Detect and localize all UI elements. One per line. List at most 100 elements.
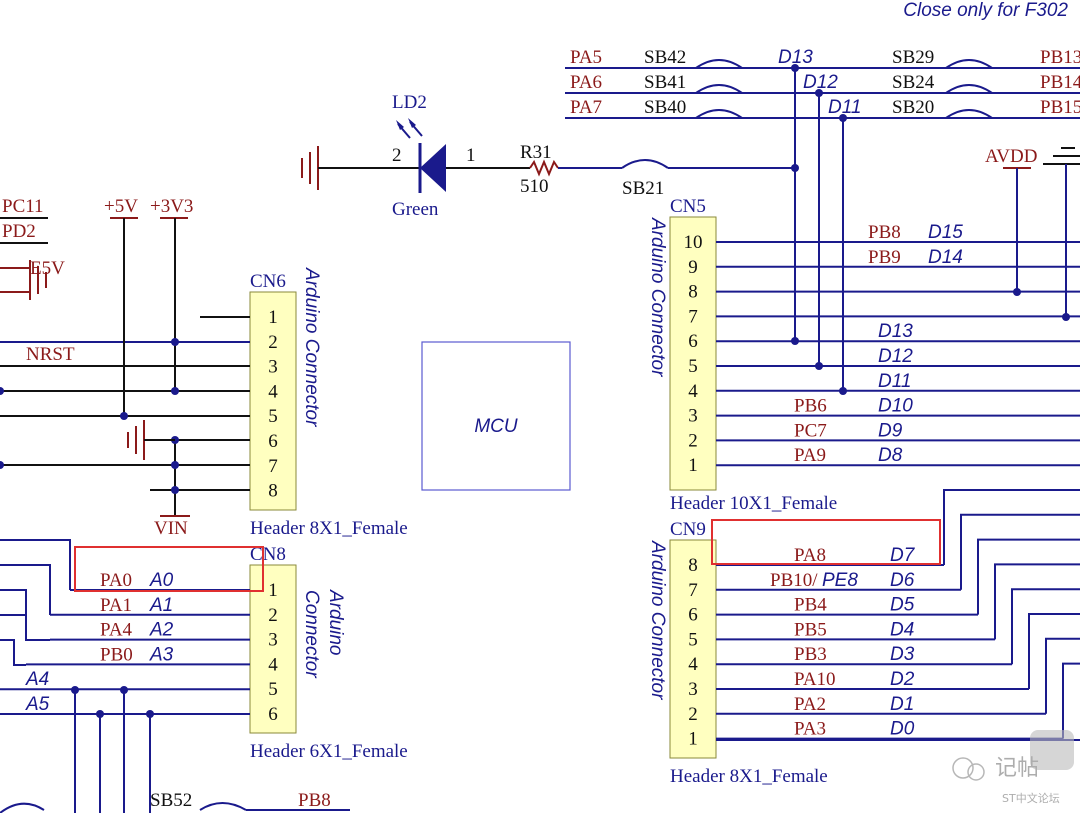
cn9-alt-7: PE8 [822, 570, 858, 591]
cn9-sig-8: D7 [890, 545, 916, 566]
cn8-pin-1: 1 [268, 580, 278, 601]
r31-value: 510 [520, 176, 549, 197]
cn8-connector: CN8 Arduino Connector Header 6X1_Female … [0, 544, 408, 762]
cn5-net-3: PB6 [794, 396, 827, 417]
resistor-r31: R31 510 [520, 142, 559, 197]
cn5-pin-2: 2 [688, 430, 698, 451]
cn9-net-1: PA3 [794, 719, 826, 740]
led-ground-symbol [301, 146, 420, 190]
cn9-sig-2: D1 [890, 694, 914, 715]
cn8-pin-3: 3 [268, 630, 278, 651]
cn9-pin-1: 1 [688, 729, 698, 750]
cn9-footprint: Header 8X1_Female [670, 766, 828, 787]
cn8-ref: CN8 [250, 544, 286, 565]
cn5-pin-6: 6 [688, 331, 698, 352]
cn6-pin-4: 4 [268, 381, 278, 402]
cn6-title: Arduino Connector [301, 267, 322, 427]
highlight-box-pa0 [74, 546, 264, 592]
cn8-pin-6: 6 [268, 704, 278, 725]
r31-ref: R31 [520, 142, 552, 163]
cn5-sig-1: D8 [878, 445, 903, 466]
net-pb14: PB14 [1040, 72, 1080, 93]
cn9-net-4: PB3 [794, 644, 827, 665]
cn9-pin-5: 5 [688, 629, 698, 650]
cn9-sig-5: D4 [890, 619, 914, 640]
cn5-sig-3: D10 [878, 396, 913, 417]
cn9-sig-3: D2 [890, 669, 915, 690]
cn9-pin-8: 8 [688, 555, 698, 576]
cn9-net-6: PB4 [794, 595, 827, 616]
cn6-footprint: Header 8X1_Female [250, 518, 408, 539]
led-ref: LD2 [392, 92, 427, 113]
label-pc11: PC11 [2, 196, 44, 217]
cn8-net-1: PA0 [100, 570, 132, 591]
cn5-net-2: PC7 [794, 420, 827, 441]
sb21-bridge [621, 159, 669, 169]
sb29-label: SB29 [892, 47, 934, 68]
net-pb8-bottom: PB8 [298, 790, 331, 811]
cn9-net-3: PA10 [794, 669, 836, 690]
cn9-sig-4: D3 [890, 644, 915, 665]
bridge-row-2: PA6 SB41 D12 SB24 PB14 [565, 72, 1080, 94]
label-nrst: NRST [26, 344, 75, 365]
net-pb13: PB13 [1040, 47, 1080, 68]
cn5-pin-9: 9 [688, 257, 698, 278]
sb52-bridge: SB52 PB8 [0, 790, 350, 813]
label-3v3: +3V3 [150, 196, 193, 217]
cn6-pin-6: 6 [268, 431, 278, 452]
cn8-title-1: Arduino [325, 589, 346, 656]
label-5v: +5V [104, 196, 138, 217]
sb20-label: SB20 [892, 97, 934, 118]
bridge-drops [791, 64, 847, 395]
cn5-connector: CN5 Arduino Connector Header 10X1_Female… [647, 196, 1080, 514]
led-color: Green [392, 199, 439, 220]
cn9-net-5: PB5 [794, 619, 827, 640]
cn5-pin-4: 4 [688, 381, 698, 402]
mcu-label: MCU [474, 416, 518, 437]
cn5-pin-3: 3 [688, 406, 698, 427]
cn8-sig-2: A1 [149, 595, 173, 616]
label-e5v: E5V [30, 258, 65, 279]
cn5-net-10: PB8 [868, 222, 901, 243]
highlight-box-pa8 [711, 519, 941, 565]
cn5-net-9: PB9 [868, 247, 901, 268]
cn5-pin-8: 8 [688, 282, 698, 303]
sig-d12-top: D12 [803, 72, 838, 93]
cn8-sig-3: A2 [149, 620, 174, 641]
led-pin1: 1 [466, 145, 476, 166]
avdd-label: AVDD [985, 146, 1037, 167]
cn6-pin-2: 2 [268, 332, 278, 353]
cn5-ref: CN5 [670, 196, 706, 217]
mcu-block: MCU [421, 341, 571, 491]
cn9-bus-lines [716, 489, 1080, 741]
cn9-pin-7: 7 [688, 580, 698, 601]
cn8-pin-4: 4 [268, 654, 278, 675]
sb52-label: SB52 [150, 790, 192, 811]
label-pd2: PD2 [2, 221, 36, 242]
net-pa6: PA6 [570, 72, 602, 93]
cn9-title: Arduino Connector [647, 540, 668, 700]
cn5-sig-5: D12 [878, 346, 913, 367]
net-pb15: PB15 [1040, 97, 1080, 118]
cn8-net-2: PA1 [100, 595, 132, 616]
led-ld2: LD2 Green 2 1 [392, 92, 476, 220]
cn8-pin-5: 5 [268, 679, 278, 700]
cn8-bus-lines [0, 539, 154, 813]
net-pa7: PA7 [570, 97, 602, 118]
watermark: 记帖 ST中文论坛 [952, 730, 1074, 805]
cn9-sig-7: D6 [890, 570, 915, 591]
ground-right-symbol [1043, 147, 1080, 321]
sb42-label: SB42 [644, 47, 686, 68]
cn5-pin-7: 7 [688, 306, 698, 327]
cn5-pin-5: 5 [688, 356, 698, 377]
cn9-net-2: PA2 [794, 694, 826, 715]
cn8-sig-1: A0 [149, 570, 174, 591]
cn5-title: Arduino Connector [647, 217, 668, 377]
cn9-net-7: PB10/ [770, 570, 818, 591]
cn9-sig-6: D5 [890, 595, 915, 616]
watermark-site: ST中文论坛 [1002, 791, 1060, 805]
sig-d13-top: D13 [778, 47, 813, 68]
cn9-ref: CN9 [670, 519, 706, 540]
cn6-connector: CN6 Arduino Connector Header 8X1_Female … [249, 267, 408, 539]
